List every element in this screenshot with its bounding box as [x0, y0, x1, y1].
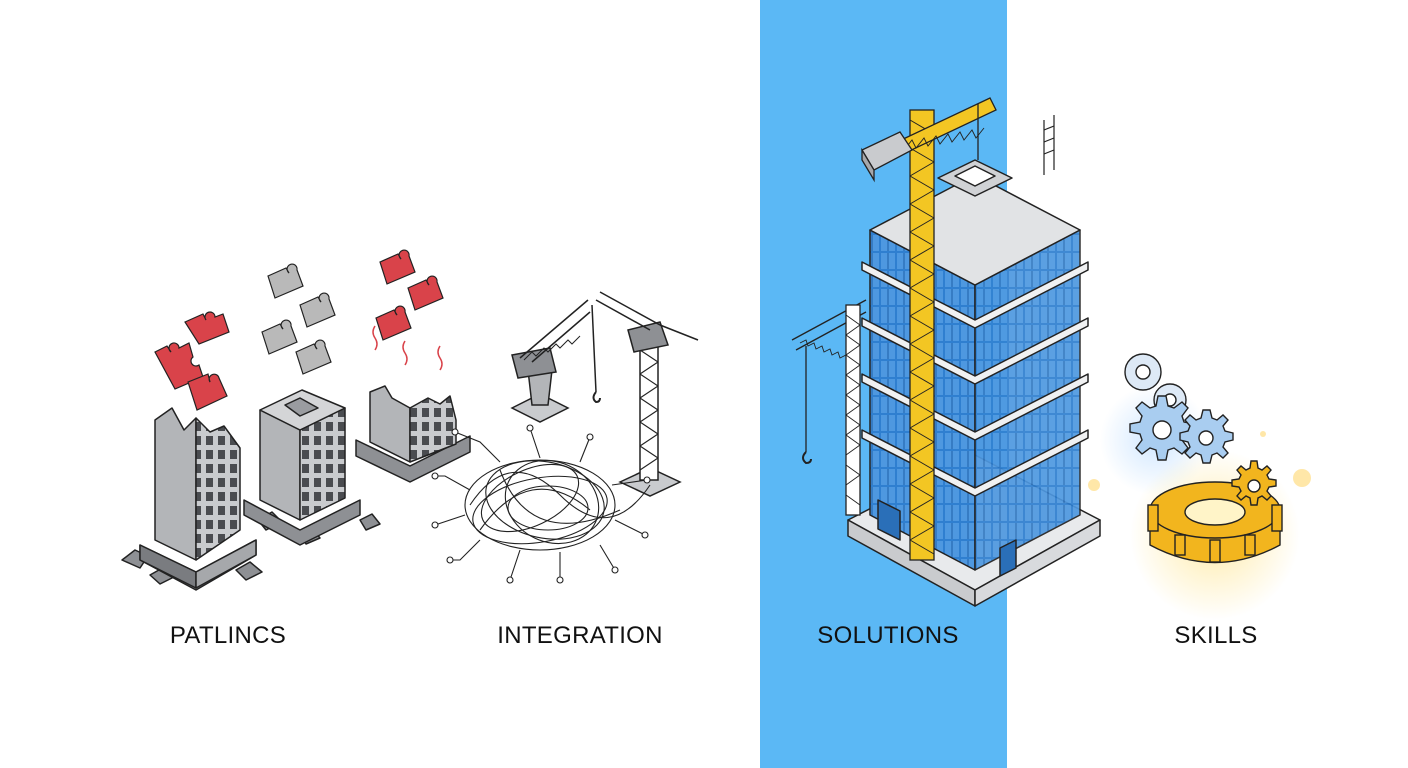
tangled-wires-icon	[431, 424, 651, 584]
cranes-icon	[510, 291, 699, 497]
label-skills: SKILLS	[1174, 622, 1258, 649]
gears-icon	[1088, 353, 1311, 620]
puzzle-pieces-icon	[154, 249, 444, 411]
label-integration: INTEGRATION	[497, 622, 663, 649]
broken-buildings-icon	[121, 385, 471, 591]
label-patlincs: PATLINCS	[169, 622, 287, 649]
label-solutions: SOLUTIONS	[817, 622, 959, 649]
tower-crane-icon	[791, 97, 997, 561]
skyscraper-icon	[847, 115, 1101, 607]
